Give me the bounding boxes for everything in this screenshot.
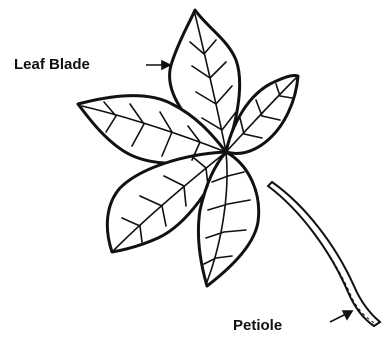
petiole-label: Petiole — [233, 318, 282, 333]
leaf-blade — [78, 10, 298, 286]
petiole-stalk — [268, 182, 380, 326]
petiole-arrow — [330, 311, 352, 322]
leaf-blade-arrow — [146, 61, 170, 69]
leaf-blade-label: Leaf Blade — [14, 57, 90, 72]
